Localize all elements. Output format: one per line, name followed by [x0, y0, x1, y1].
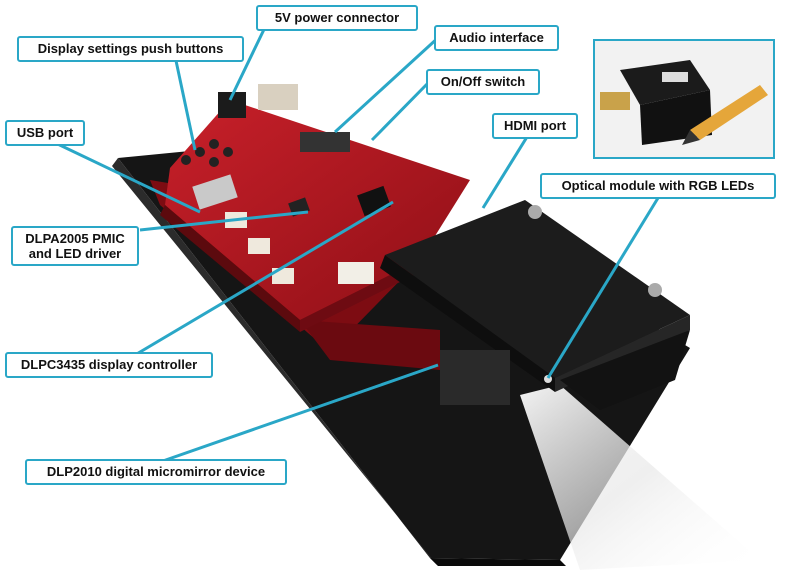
label-audio-interface: Audio interface: [434, 25, 559, 51]
label-optical-module: Optical module with RGB LEDs: [540, 173, 776, 199]
label-display-settings-push-buttons: Display settings push buttons: [17, 36, 244, 62]
inset-photo: [593, 39, 775, 159]
label-dlp2010-dmd: DLP2010 digital micromirror device: [25, 459, 287, 485]
label-hdmi-port: HDMI port: [492, 113, 578, 139]
light-beam: [520, 385, 760, 570]
label-usb-port: USB port: [5, 120, 85, 146]
label-dlpa2005-pmic: DLPA2005 PMIC and LED driver: [11, 226, 139, 266]
label-pmic-line1: DLPA2005 PMIC: [25, 231, 125, 246]
label-pmic-line2: and LED driver: [28, 246, 122, 261]
optical-housing: [380, 200, 690, 410]
label-on-off-switch: On/Off switch: [426, 69, 540, 95]
callout-lines: [44, 16, 660, 464]
label-5v-power-connector: 5V power connector: [256, 5, 418, 31]
label-dlpc3435-display-controller: DLPC3435 display controller: [5, 352, 213, 378]
